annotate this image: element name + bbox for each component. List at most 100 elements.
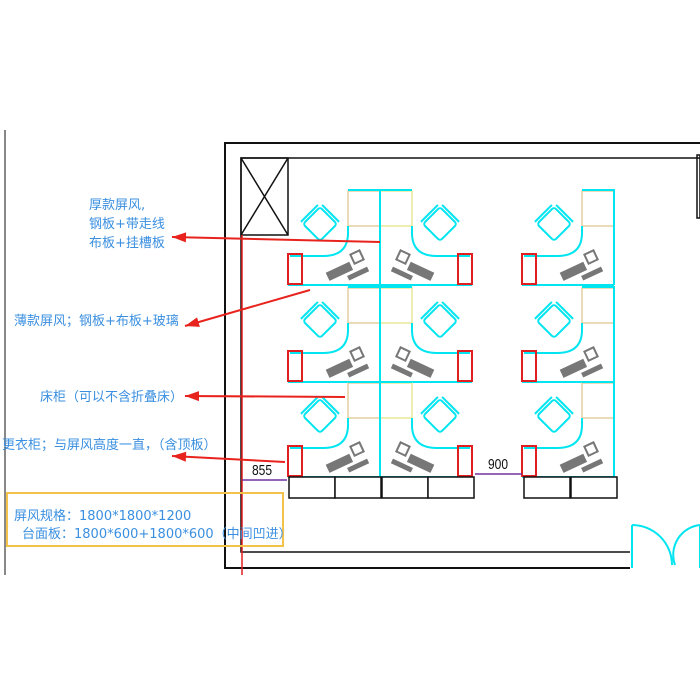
computer-icon [325, 249, 370, 281]
computer-icon [390, 249, 435, 281]
monitor [349, 441, 365, 457]
chair-arms [534, 204, 574, 223]
monitor [583, 441, 599, 457]
chair-arms [300, 396, 340, 415]
bed-cabinet [287, 253, 303, 285]
workstation [379, 286, 473, 383]
keyboard [406, 261, 435, 281]
wardrobe-row [288, 476, 618, 499]
keyboard [406, 453, 435, 473]
chair-arms [534, 301, 574, 320]
storage-box [347, 190, 381, 227]
storage-box [581, 190, 615, 227]
chair-icon [534, 301, 574, 338]
chair-icon [420, 204, 460, 241]
chair-seat [537, 304, 571, 338]
chair-seat [423, 207, 457, 241]
chair-icon [420, 301, 460, 338]
arrow-shaft [171, 455, 286, 463]
chair-seat [303, 399, 337, 433]
monitor [395, 249, 411, 265]
bed-cabinet [521, 253, 537, 285]
walls [4, 130, 700, 575]
arrow-shaft [184, 395, 346, 398]
chair-arms [300, 204, 340, 223]
chair-seat [423, 304, 457, 338]
spec-desktop: 台面板：1800*600+1800*600（中间凹进） [22, 527, 292, 542]
wardrobe-cabinet [381, 476, 429, 499]
bed-cabinet [287, 445, 303, 477]
monitor [583, 346, 599, 362]
keyboard [559, 453, 588, 473]
arrow-head [185, 391, 200, 402]
desk-screen [522, 189, 615, 286]
chair-icon [300, 396, 340, 433]
label-thin-screen: 薄款屏风；钢板+布板+玻璃 [14, 314, 179, 329]
monitor [583, 249, 599, 265]
label-thick-screen: 厚款屏风, 钢板+带走线 布板+挂槽板 [89, 196, 165, 253]
desk-screen [379, 189, 472, 286]
chair-arms [420, 301, 460, 320]
chair-icon [300, 301, 340, 338]
storage-box [581, 287, 615, 324]
bed-cabinet [521, 445, 537, 477]
chair-seat [423, 399, 457, 433]
monitor-base [347, 458, 370, 473]
monitor-base [347, 266, 370, 281]
annotation-arrows [171, 232, 381, 463]
storage-box [379, 287, 413, 324]
spec-screen: 屏风规格：1800*1800*1200 [14, 509, 192, 524]
keyboard [325, 453, 354, 473]
computer-icon [559, 346, 604, 378]
monitor [349, 249, 365, 265]
chair-icon [534, 204, 574, 241]
label-bed-cabinet: 床柜（可以不含折叠床） [40, 390, 184, 405]
chair-seat [537, 207, 571, 241]
keyboard [325, 358, 354, 378]
label-line: 布板+挂槽板 [89, 236, 165, 251]
storage-box [347, 287, 381, 324]
monitor-base [390, 363, 413, 378]
keyboard [559, 261, 588, 281]
monitor-base [581, 266, 604, 281]
computer-icon [390, 441, 435, 473]
chair-arms [534, 396, 574, 415]
workstation [379, 381, 473, 478]
dimension-855: 855 [252, 462, 273, 479]
label-wardrobe: 更衣柜；与屏风高度一直，（含顶板） [2, 438, 217, 453]
bed-cabinet [521, 350, 537, 382]
workstation [521, 286, 615, 383]
monitor [395, 441, 411, 457]
spec-box: 屏风规格：1800*1800*1200 台面板：1800*600+1800*60… [6, 492, 292, 547]
workstation [379, 189, 473, 286]
workstation [287, 286, 381, 383]
storage-box [581, 382, 615, 419]
arrow-head [185, 317, 200, 327]
chair-arms [420, 396, 460, 415]
computer-icon [559, 249, 604, 281]
bed-cabinet [457, 445, 473, 477]
workstation [521, 189, 615, 286]
arrow-shaft [171, 236, 381, 243]
monitor-base [581, 458, 604, 473]
monitor [395, 346, 411, 362]
arrow-head [172, 451, 187, 462]
workstation [287, 189, 381, 286]
dimension-900: 900 [488, 456, 509, 473]
chair-arms [420, 204, 460, 223]
column-box [240, 157, 289, 236]
monitor [349, 346, 365, 362]
wardrobe-cabinet [523, 476, 571, 499]
chair-icon [300, 204, 340, 241]
arrow-shaft [184, 289, 311, 327]
door [631, 524, 700, 568]
bed-cabinet [457, 253, 473, 285]
wardrobe-cabinet [288, 476, 336, 499]
computer-icon [325, 441, 370, 473]
chair-arms [300, 301, 340, 320]
keyboard [559, 358, 588, 378]
bed-cabinet [457, 350, 473, 382]
chair-seat [303, 304, 337, 338]
